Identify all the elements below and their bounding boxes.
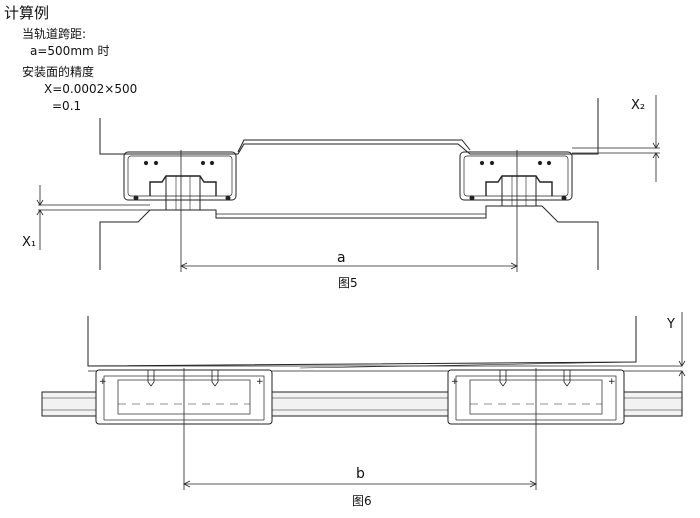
left-block-inner	[127, 155, 233, 197]
calc-line-result: =0.1	[52, 99, 82, 113]
calc-title: 计算例	[4, 4, 50, 22]
right-block-body	[459, 151, 573, 201]
bolt-icon	[489, 160, 495, 166]
y-arrows	[678, 360, 686, 377]
table-outline	[99, 98, 599, 155]
bolt-icon	[546, 160, 552, 166]
base-outline	[99, 205, 599, 270]
bolt-icon	[153, 160, 159, 166]
bolt-icon	[143, 160, 149, 166]
calc-line-formula: X=0.0002×500	[44, 82, 138, 96]
screw-icon	[147, 370, 155, 387]
left-rail-groove	[149, 175, 217, 196]
figure-5: X₂ X₁ a 图5	[22, 95, 660, 290]
bolt-icon	[479, 160, 485, 166]
x2-arrows	[652, 142, 660, 159]
bolt-icon	[561, 195, 567, 201]
left-block-body	[123, 151, 237, 201]
grease-nipple-icon: +	[99, 377, 107, 387]
bolt-icon	[200, 160, 206, 166]
grease-nipple-icon: +	[608, 377, 616, 387]
right-carriage	[459, 151, 573, 207]
calc-line-precision: 安装面的精度	[22, 65, 95, 79]
right-rail-groove	[485, 175, 553, 196]
grease-nipple-icon: +	[256, 377, 264, 387]
a-arrows	[180, 262, 518, 270]
label-a: a	[337, 250, 346, 266]
fig5-caption: 图5	[338, 276, 358, 290]
bolt-icon	[469, 195, 475, 201]
bolt-icon	[225, 195, 231, 201]
left-rail	[165, 175, 201, 211]
fig6-caption: 图6	[352, 494, 372, 508]
label-b: b	[356, 466, 365, 482]
bolt-icon	[133, 195, 139, 201]
b-arrows	[183, 480, 537, 488]
x1-arrows	[36, 199, 44, 216]
figure-6: + + + + Y b 图6	[41, 312, 686, 508]
screw-icon	[211, 370, 219, 387]
bolt-icon	[209, 160, 215, 166]
calc-line-a: a=500mm 时	[30, 44, 110, 58]
right-block-inner	[463, 155, 569, 197]
calc-line-span: 当轨道跨距:	[22, 27, 87, 41]
table-tilt-line	[299, 361, 637, 369]
bolt-icon	[537, 160, 543, 166]
left-carriage	[123, 151, 237, 211]
label-y: Y	[666, 317, 675, 332]
table-side-outline	[87, 316, 637, 367]
label-x2: X₂	[631, 98, 645, 113]
screw-icon	[563, 370, 571, 387]
label-x1: X₁	[22, 235, 36, 250]
right-rail	[501, 175, 537, 207]
screw-icon	[499, 370, 507, 387]
grease-nipple-icon: +	[451, 377, 459, 387]
table-inner-edge	[237, 139, 471, 153]
